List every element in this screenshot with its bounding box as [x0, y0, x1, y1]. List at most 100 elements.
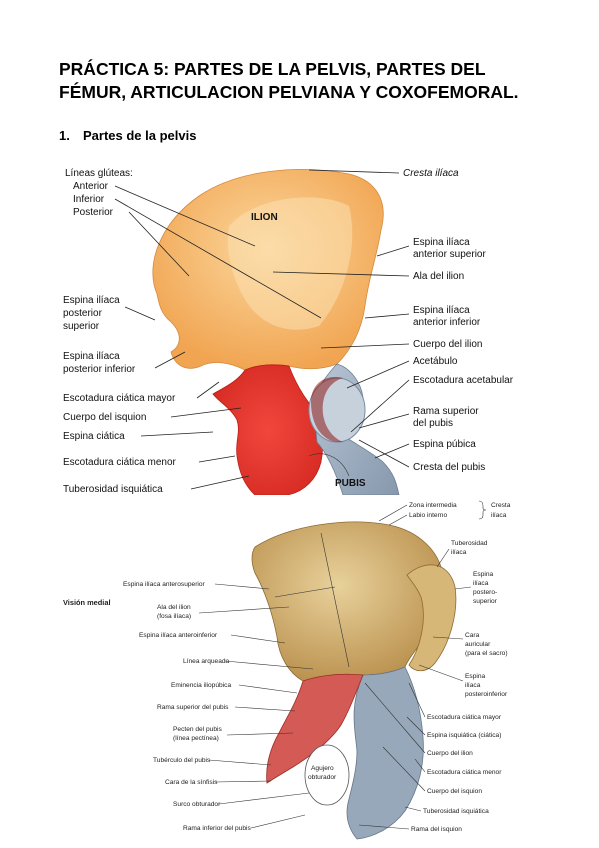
label-cara-auricular-3: (para el sacro) — [465, 650, 508, 657]
label-eipi-medial-1: Espina — [465, 673, 485, 680]
label-cara-auricular-2: auricular — [465, 641, 491, 648]
leader-eipi-medial — [418, 664, 464, 682]
label-espina-isquiatica: Espina isquiática (ciática) — [427, 732, 501, 739]
leader-acetabulo — [346, 360, 410, 389]
leader-eiai-medial — [230, 634, 286, 644]
figure-hip-bone-lateral: ILION PUBIS Líneas glúteas: Anterior Inf… — [59, 156, 541, 495]
label-cresta-pubis: Cresta del pubis — [413, 462, 485, 473]
label-eips-3: superior — [63, 321, 100, 332]
leader-surco — [218, 792, 310, 805]
label-eips-2: posterior — [63, 308, 103, 319]
leader-linea-arqueada — [224, 660, 314, 670]
section-heading-text: Partes de la pelvis — [83, 128, 197, 143]
label-tuberculo-pubis: Tubérculo del pubis — [153, 757, 211, 764]
label-eips-1: Espina ilíaca — [63, 295, 120, 306]
leader-glutea-posterior — [128, 211, 190, 277]
leader-rama-superior-pubis — [234, 706, 296, 712]
leader-cresta-iliaca — [308, 169, 400, 174]
label-eiai-medial: Espina ilíaca anteroinferior — [139, 632, 218, 639]
leader-eipi — [154, 351, 186, 369]
leader-glutea-inferior — [114, 198, 322, 319]
page-title-line-1: PRÁCTICA 5: PARTES DE LA PELVIS, PARTES … — [59, 59, 486, 79]
label-eias-2: anterior superior — [413, 249, 486, 260]
page-title: PRÁCTICA 5: PARTES DE LA PELVIS, PARTES … — [59, 58, 559, 104]
label-cresta-iliaca: Cresta ilíaca — [403, 168, 459, 179]
leader-escotadura-menor — [198, 455, 236, 463]
leader-pecten — [226, 732, 294, 736]
leader-cuerpo-ilion-medial — [364, 682, 426, 754]
label-eipi-medial-3: posteroinferior — [465, 691, 508, 698]
leader-tuberosidad-isquiatica-medial — [404, 806, 422, 812]
label-tuberosidad-isquiatica: Tuberosidad isquiática — [63, 484, 163, 495]
leader-escotadura-mayor — [196, 381, 220, 399]
label-glutea-anterior: Anterior — [73, 181, 109, 192]
label-tuberosidad-isquiatica-medial: Tuberosidad isquiática — [423, 808, 489, 815]
label-rama-isquion: Rama del isquion — [411, 826, 462, 833]
label-eipi-medial-2: ilíaca — [465, 682, 481, 689]
label-espina-pubica: Espina púbica — [413, 439, 476, 450]
label-ala-ilion-2: (fosa ilíaca) — [157, 613, 191, 620]
label-agujero-1: Agujero — [311, 765, 334, 772]
leader-cuerpo-ilion — [320, 343, 410, 349]
label-eiai-1: Espina ilíaca — [413, 305, 470, 316]
obturator-edge — [308, 453, 350, 477]
page-title-line-2: FÉMUR, ARTICULACION PELVIANA Y COXOFEMOR… — [59, 82, 519, 102]
label-eips-medial-1: Espina — [473, 571, 493, 578]
leader-espina-isquiatica — [406, 716, 426, 736]
label-cresta-2: ilíaca — [491, 512, 507, 519]
label-rama-superior-1: Rama superior — [413, 406, 479, 417]
label-linea-arqueada: Línea arqueada — [183, 658, 230, 665]
leader-eminencia — [238, 684, 298, 694]
label-eias-1: Espina ilíaca — [413, 237, 470, 248]
leader-rama-isquion — [358, 824, 410, 830]
label-ilion: ILION — [251, 212, 278, 223]
label-eips-medial-2: ilíaca — [473, 580, 489, 587]
label-escotadura-acetabular: Escotadura acetabular — [413, 375, 514, 386]
ilium-highlight — [227, 197, 353, 330]
label-glutea-inferior: Inferior — [73, 194, 105, 205]
brace-cresta — [478, 500, 487, 520]
leader-labio-interno — [388, 514, 408, 526]
leader-tuberosidad-iliaca — [436, 548, 450, 568]
label-escotadura-ciatica-menor: Escotadura ciática menor — [63, 457, 177, 468]
leader-eips — [124, 306, 156, 321]
figure-hip-bone-lateral-drawing: ILION PUBIS Líneas glúteas: Anterior Inf… — [63, 168, 514, 495]
label-glutea-posterior: Posterior — [73, 207, 114, 218]
leader-escotadura-mayor-medial — [408, 682, 426, 718]
label-acetabulo: Acetábulo — [413, 356, 458, 367]
label-pecten-1: Pecten del pubis — [173, 726, 222, 733]
label-cuerpo-isquion-medial: Cuerpo del isquion — [427, 788, 482, 795]
leader-tuberculo — [208, 759, 272, 766]
label-rama-superior-pubis: Rama superior del pubis — [157, 704, 229, 711]
ischium-medial-shape — [346, 666, 424, 840]
label-eminencia-iliopubica: Eminencia iliopúbica — [171, 682, 231, 689]
leader-espina-ciatica — [140, 431, 214, 437]
label-cara-auricular-1: Cara — [465, 632, 480, 639]
leader-tuberosidad — [190, 475, 250, 490]
label-tuberosidad-iliaca-1: Tuberosidad — [451, 540, 488, 547]
label-ala-ilion: Ala del ilion — [413, 271, 464, 282]
label-labio-interno: Labio interno — [409, 512, 447, 519]
label-agujero-2: obturador — [308, 774, 337, 781]
pubis-medial-shape — [266, 673, 364, 784]
label-escotadura-ciatica-mayor: Escotadura ciática mayor — [63, 393, 176, 404]
label-eiai-2: anterior inferior — [413, 317, 481, 328]
label-lineas-gluteas: Líneas glúteas: — [65, 168, 133, 179]
section-heading-partes-pelvis: 1.Partes de la pelvis — [59, 128, 196, 143]
leader-ala-ilion — [272, 271, 410, 277]
label-pecten-2: (línea pectínea) — [173, 735, 219, 742]
leader-rama-inferior — [250, 814, 306, 829]
label-eias-medial: Espina ilíaca anterosuperior — [123, 581, 206, 588]
label-surco-obturador: Surco obturador — [173, 801, 221, 808]
label-cresta-1: Cresta — [491, 502, 511, 509]
obturator-foramen — [304, 744, 350, 806]
leader-ala-ilion-medial — [198, 606, 290, 614]
label-espina-ciatica: Espina ciática — [63, 431, 125, 442]
leader-eips-medial — [454, 586, 472, 590]
leader-escotadura-menor-medial — [414, 758, 426, 773]
leader-cresta-pubis — [358, 439, 410, 468]
leader-rama-superior — [358, 413, 410, 429]
leader-eias-medial — [214, 583, 270, 590]
label-vision-medial: Visión medial — [63, 598, 111, 607]
guide-line-ilium-2 — [274, 586, 336, 598]
